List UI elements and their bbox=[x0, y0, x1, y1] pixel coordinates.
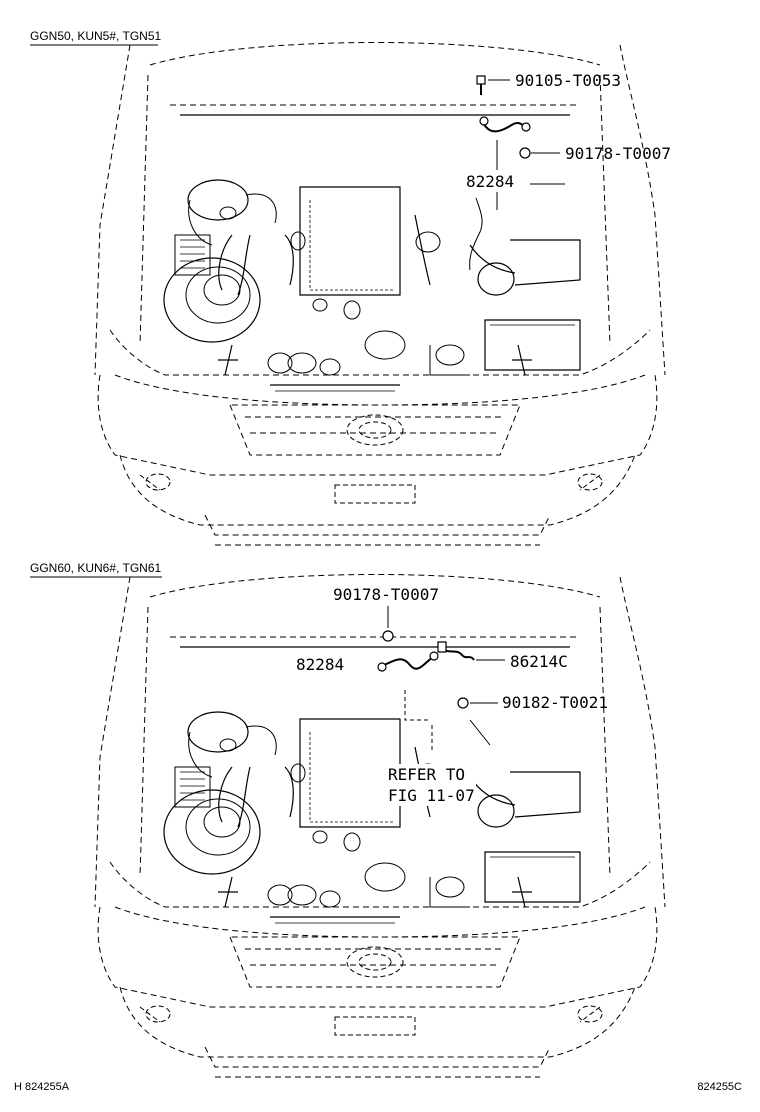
top-ground-cable-82284 bbox=[469, 116, 531, 271]
top-callout-82284: 82284 bbox=[466, 172, 514, 191]
bottom-reference-line2: FIG 11-07 bbox=[388, 786, 475, 805]
footer-left-code: H 824255A bbox=[14, 1081, 70, 1093]
bottom-nut-90178 bbox=[382, 630, 394, 642]
top-model-label: GGN50, KUN5#, TGN51 bbox=[30, 29, 161, 43]
bottom-reference-line1: REFER TO bbox=[388, 765, 465, 784]
bottom-vehicle-illustration bbox=[94, 573, 666, 1078]
top-section: GGN50, KUN5#, TGN51 90105-T0053 90178-T0… bbox=[30, 29, 671, 546]
bottom-callout-86214c: 86214C bbox=[510, 652, 568, 671]
top-bolt-90105 bbox=[476, 75, 510, 95]
bottom-ground-cable-82284 bbox=[377, 651, 439, 672]
top-callout-90178: 90178-T0007 bbox=[565, 144, 671, 163]
bottom-callout-90178: 90178-T0007 bbox=[333, 585, 439, 604]
bottom-harness-86214c bbox=[437, 641, 505, 661]
bottom-bolt-90182 bbox=[457, 697, 498, 709]
top-nut-90178 bbox=[519, 147, 560, 159]
bottom-callout-82284: 82284 bbox=[296, 655, 344, 674]
footer-right-code: 824255C bbox=[697, 1081, 742, 1093]
top-callout-90105: 90105-T0053 bbox=[515, 71, 621, 90]
bottom-section: GGN60, KUN6#, TGN61 90178-T0007 82284 86… bbox=[30, 561, 666, 1078]
bottom-model-label: GGN60, KUN6#, TGN61 bbox=[30, 561, 161, 575]
bottom-callout-90182: 90182-T0021 bbox=[502, 693, 608, 712]
top-vehicle-illustration bbox=[94, 41, 666, 546]
